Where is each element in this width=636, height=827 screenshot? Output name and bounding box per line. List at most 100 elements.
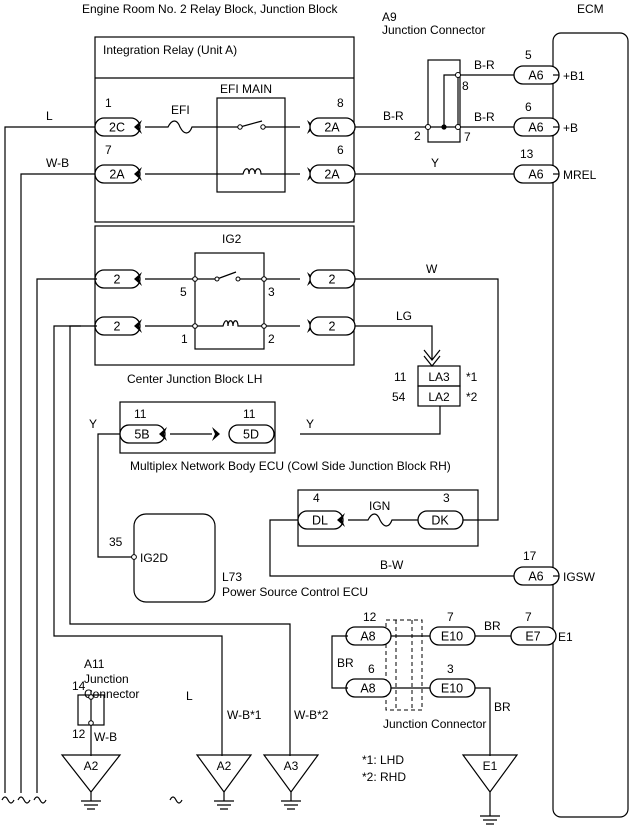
ecm-term-igsw: IGSW xyxy=(563,570,596,584)
wire-label-BR-left: B-R xyxy=(383,109,404,123)
note-star2: *2 xyxy=(466,390,478,404)
connector-2A-y: 2A xyxy=(309,164,356,184)
la2-label: LA2 xyxy=(428,390,450,404)
connector-2A-wb: 2A xyxy=(94,164,141,184)
connector-A6-mrel: A6 xyxy=(513,164,560,184)
svg-text:2A: 2A xyxy=(109,168,125,182)
wire-Y-left xyxy=(97,433,134,558)
svg-text:5B: 5B xyxy=(134,428,149,442)
wire-label-W: W xyxy=(426,262,438,276)
ground-A3: A3 xyxy=(262,754,320,810)
ecm-term-mrel: MREL xyxy=(563,168,597,182)
wire-break-L xyxy=(1,796,15,804)
a9-connector xyxy=(427,59,461,143)
pin-7: 7 xyxy=(105,143,112,157)
efi-row-left xyxy=(145,120,240,134)
svg-text:E10: E10 xyxy=(441,682,463,696)
la3-label: LA3 xyxy=(428,370,450,384)
a11-number: A11 xyxy=(84,657,105,671)
connector-2-bl: 2 xyxy=(94,316,141,336)
svg-text:E7: E7 xyxy=(525,630,540,644)
ecm-term-B: +B xyxy=(563,121,578,135)
connector-LA2 xyxy=(417,385,461,407)
a11-line1: Junction xyxy=(84,672,129,686)
wire-WB xyxy=(20,173,97,793)
a11-pin-14: 14 xyxy=(72,679,86,693)
wire-break-WB xyxy=(17,796,31,804)
ig2d-label: IG2D xyxy=(140,551,168,565)
svg-text:DK: DK xyxy=(431,514,449,528)
a9-loop xyxy=(443,74,459,127)
wire-label-LG: LG xyxy=(396,309,412,323)
ig2-pin-5: 5 xyxy=(180,285,187,299)
relay-block-title: Engine Room No. 2 Relay Block, Junction … xyxy=(82,2,338,16)
efi-coil-row xyxy=(145,168,300,175)
ign-fuse xyxy=(348,513,425,527)
wire-label-WB1: W-B*1 xyxy=(227,708,262,722)
ecm-pin-13: 13 xyxy=(520,147,534,161)
ecm-title: ECM xyxy=(577,2,604,16)
connector-DK: DK xyxy=(417,510,464,530)
efi-main-label: EFI MAIN xyxy=(220,82,272,96)
wire-label-BW: B-W xyxy=(380,558,404,572)
l73-label: L73 xyxy=(222,570,242,584)
wire-label-BR-e7: BR xyxy=(484,619,501,633)
connector-2-tr: 2 xyxy=(309,269,356,289)
junction-connector-body xyxy=(385,619,423,711)
ecm-pin-6: 6 xyxy=(525,100,532,114)
mux-pin-11b: 11 xyxy=(243,407,256,421)
note-lhd: *1: LHD xyxy=(362,753,404,767)
connector-2-tl: 2 xyxy=(94,269,141,289)
wire-L xyxy=(4,126,97,793)
power-source-ecu-title: Power Source Control ECU xyxy=(222,585,368,599)
a8-pin-6: 6 xyxy=(368,662,375,676)
ig2-pin-3: 3 xyxy=(268,285,275,299)
ecm-term-e1: E1 xyxy=(558,630,573,644)
wire-label-BR-top: B-R xyxy=(474,58,495,72)
ecm-pin-17: 17 xyxy=(523,549,537,563)
center-jb-title: Center Junction Block LH xyxy=(127,372,262,386)
svg-text:2C: 2C xyxy=(109,121,125,135)
ground-A2-left: A2 xyxy=(60,754,122,810)
efi-main-relay xyxy=(216,97,286,193)
wire-label-Y-mrel: Y xyxy=(431,156,439,170)
wire-label-BR-e1: BR xyxy=(494,700,511,714)
wire-label-L: L xyxy=(46,109,53,123)
svg-text:2: 2 xyxy=(329,320,336,334)
wire-LG xyxy=(355,325,433,360)
wire-label-BR-a8: BR xyxy=(337,656,354,670)
svg-text:5D: 5D xyxy=(243,428,259,442)
svg-text:A2: A2 xyxy=(217,759,232,773)
a9-splice xyxy=(441,124,447,130)
svg-text:E10: E10 xyxy=(441,630,463,644)
multiplex-ecu-box xyxy=(119,401,276,454)
svg-text:A8: A8 xyxy=(360,630,375,644)
mux-pin-11a: 11 xyxy=(134,407,147,421)
connector-5B: 5B xyxy=(119,424,166,444)
dl-pin-4: 4 xyxy=(313,491,320,505)
e10-pin-7: 7 xyxy=(447,610,454,624)
connector-DL: DL xyxy=(297,510,344,530)
wire-BR-e1 xyxy=(475,687,491,756)
wire-label-WB-a11: W-B xyxy=(94,730,117,744)
terminal-arrow-5B xyxy=(159,427,167,441)
pin-8: 8 xyxy=(337,96,344,110)
wire-label-Y-left: Y xyxy=(89,417,97,431)
ground-E1: E1 xyxy=(461,754,519,825)
svg-text:2A: 2A xyxy=(324,168,340,182)
connector-E7: E7 xyxy=(510,626,557,646)
wire-Y-mid xyxy=(300,406,441,435)
a9-pin-2: 2 xyxy=(414,129,421,143)
connector-A8-bot: A8 xyxy=(345,678,392,698)
wire-BR-a8 xyxy=(331,635,348,689)
wire-label-WB2: W-B*2 xyxy=(294,708,329,722)
wire-L-vert xyxy=(36,278,97,793)
note-star1: *1 xyxy=(466,370,478,384)
svg-text:2A: 2A xyxy=(324,121,340,135)
wire-WB2 xyxy=(69,325,291,756)
svg-text:A6: A6 xyxy=(528,168,543,182)
terminal-arrow-2-tl xyxy=(134,272,142,286)
a9-pin-7: 7 xyxy=(464,130,471,144)
ecm-term-B1: +B1 xyxy=(563,69,585,83)
wire-label-BR-mid: B-R xyxy=(474,110,495,124)
